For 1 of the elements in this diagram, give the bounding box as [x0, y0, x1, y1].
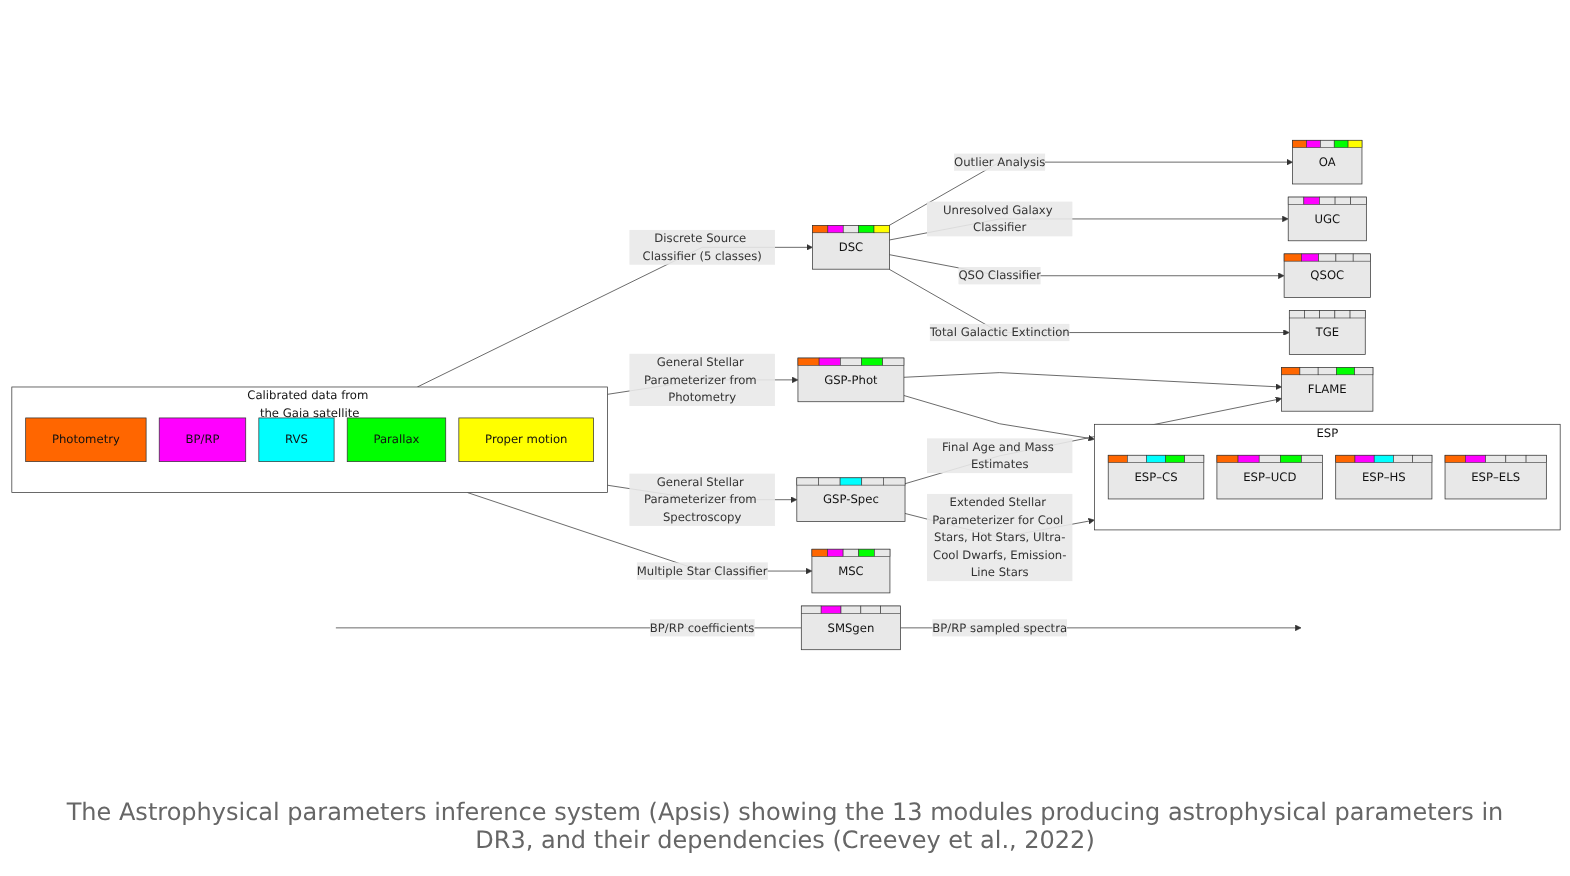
caption: The Astrophysical parameters inference system (Apsis) showing the 13 modules producing astrophysical parameters in DR3, and their dependencies (Creevey et al., 2022) — [64, 798, 1506, 854]
